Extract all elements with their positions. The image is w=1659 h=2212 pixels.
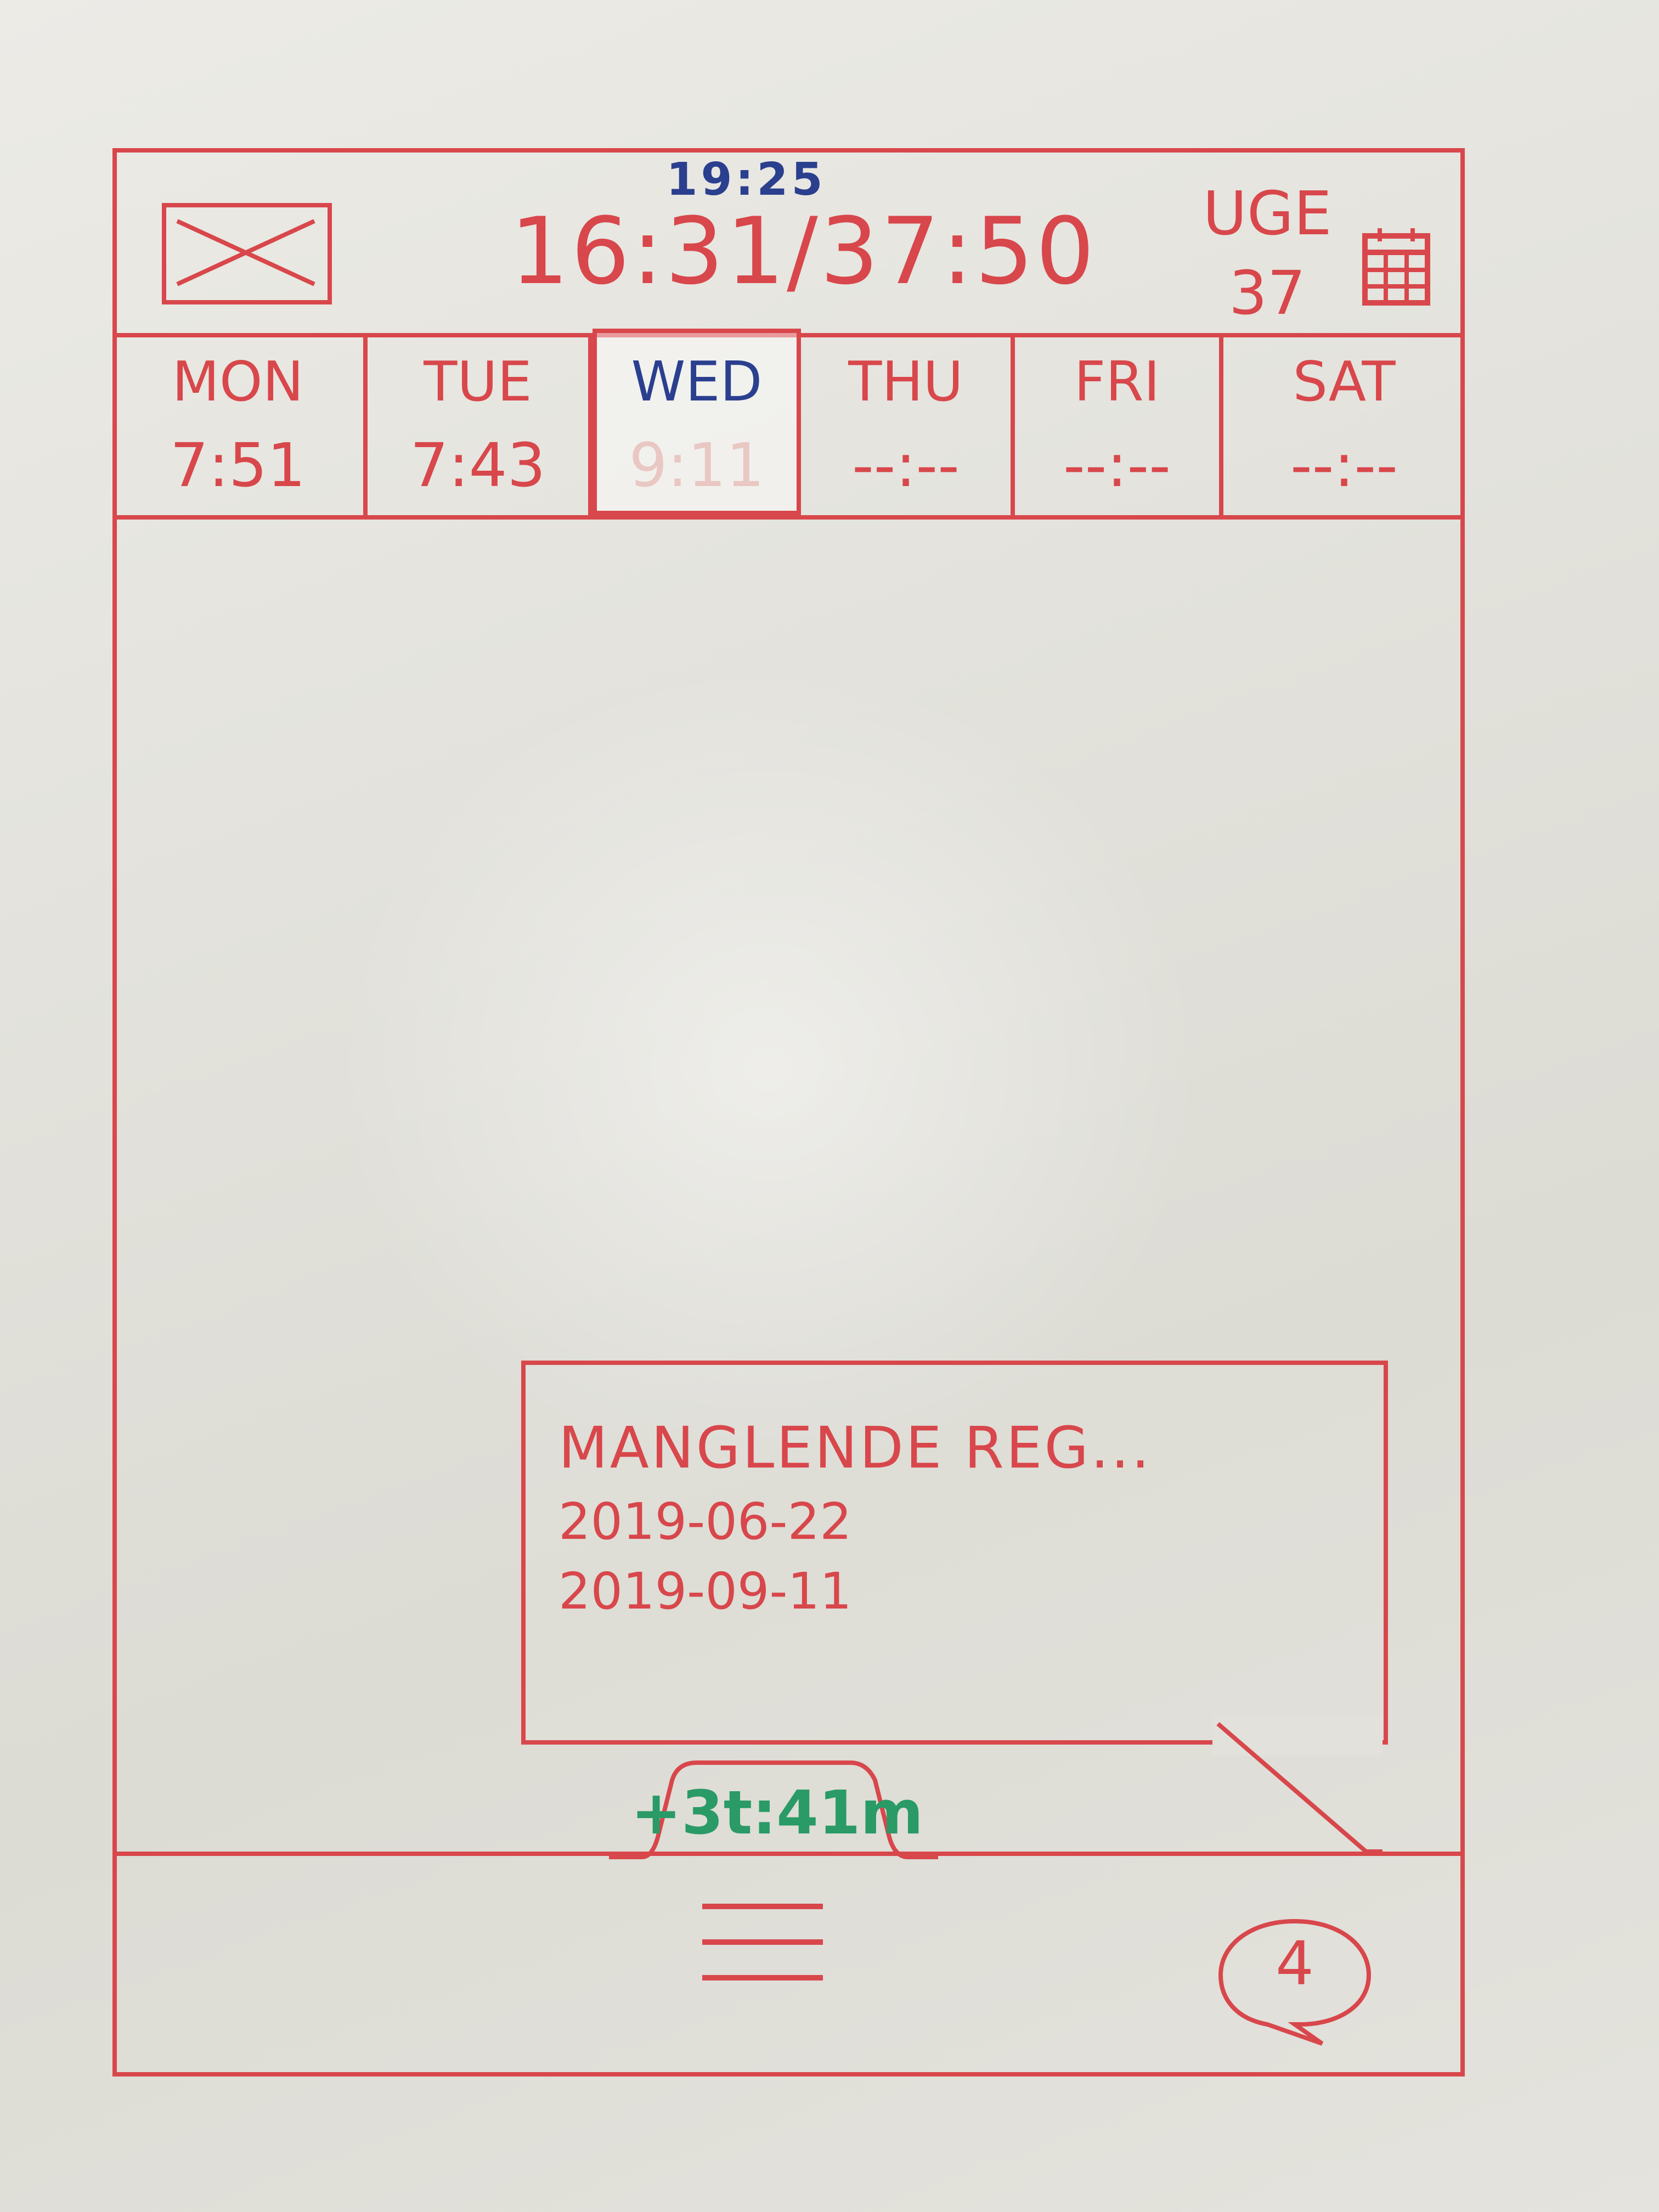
day-tab-sat[interactable]: SAT --:-- xyxy=(1223,333,1465,515)
day-hours: --:-- xyxy=(852,430,960,500)
missing-date[interactable]: 2019-06-22 xyxy=(558,1492,852,1551)
app-frame xyxy=(112,148,1465,2076)
missing-date[interactable]: 2019-09-11 xyxy=(558,1562,852,1621)
current-clock: 19:25 xyxy=(666,154,826,206)
day-name: THU xyxy=(848,349,963,414)
popup-tail xyxy=(1212,1717,1383,1854)
notification-count: 4 xyxy=(1276,1928,1314,1999)
overtime-balance: +3t:41m xyxy=(631,1778,923,1848)
mail-icon[interactable] xyxy=(162,203,332,304)
hamburger-menu-icon[interactable] xyxy=(702,1893,823,1997)
chat-bubble-icon[interactable] xyxy=(1212,1915,1377,2046)
weekday-strip: MON 7:51 TUE 7:43 WED 9:11 THU --:-- FRI… xyxy=(112,329,1465,520)
missing-registrations-popup[interactable]: MANGLENDE REG... 2019-06-22 2019-09-11 xyxy=(521,1361,1388,1745)
day-tab-fri[interactable]: FRI --:-- xyxy=(1015,333,1223,515)
popup-title: MANGLENDE REG... xyxy=(558,1414,1152,1481)
day-name: WED xyxy=(631,349,763,414)
header-bar xyxy=(112,148,1465,337)
day-name: MON xyxy=(172,349,304,414)
day-tab-mon[interactable]: MON 7:51 xyxy=(112,333,368,515)
day-hours: 7:51 xyxy=(170,430,306,500)
day-name: FRI xyxy=(1074,349,1160,414)
bottom-bar-divider xyxy=(112,1852,1465,1856)
day-tab-tue[interactable]: TUE 7:43 xyxy=(368,333,592,515)
day-hours: --:-- xyxy=(1063,430,1171,500)
day-tab-wed[interactable]: WED 9:11 xyxy=(592,329,801,515)
day-tab-thu[interactable]: THU --:-- xyxy=(801,333,1015,515)
worked-vs-norm-time: 16:31/37:50 xyxy=(510,198,1097,305)
calendar-icon[interactable] xyxy=(1361,225,1432,307)
overtime-balance-tab[interactable] xyxy=(609,1758,938,1863)
day-hours: --:-- xyxy=(1290,430,1398,500)
day-hours: 7:43 xyxy=(410,430,546,500)
day-name: SAT xyxy=(1293,349,1396,414)
day-name: TUE xyxy=(424,349,532,414)
week-number: 37 xyxy=(1229,258,1306,328)
day-hours: 9:11 xyxy=(629,430,765,500)
week-label: UGE xyxy=(1203,178,1332,249)
